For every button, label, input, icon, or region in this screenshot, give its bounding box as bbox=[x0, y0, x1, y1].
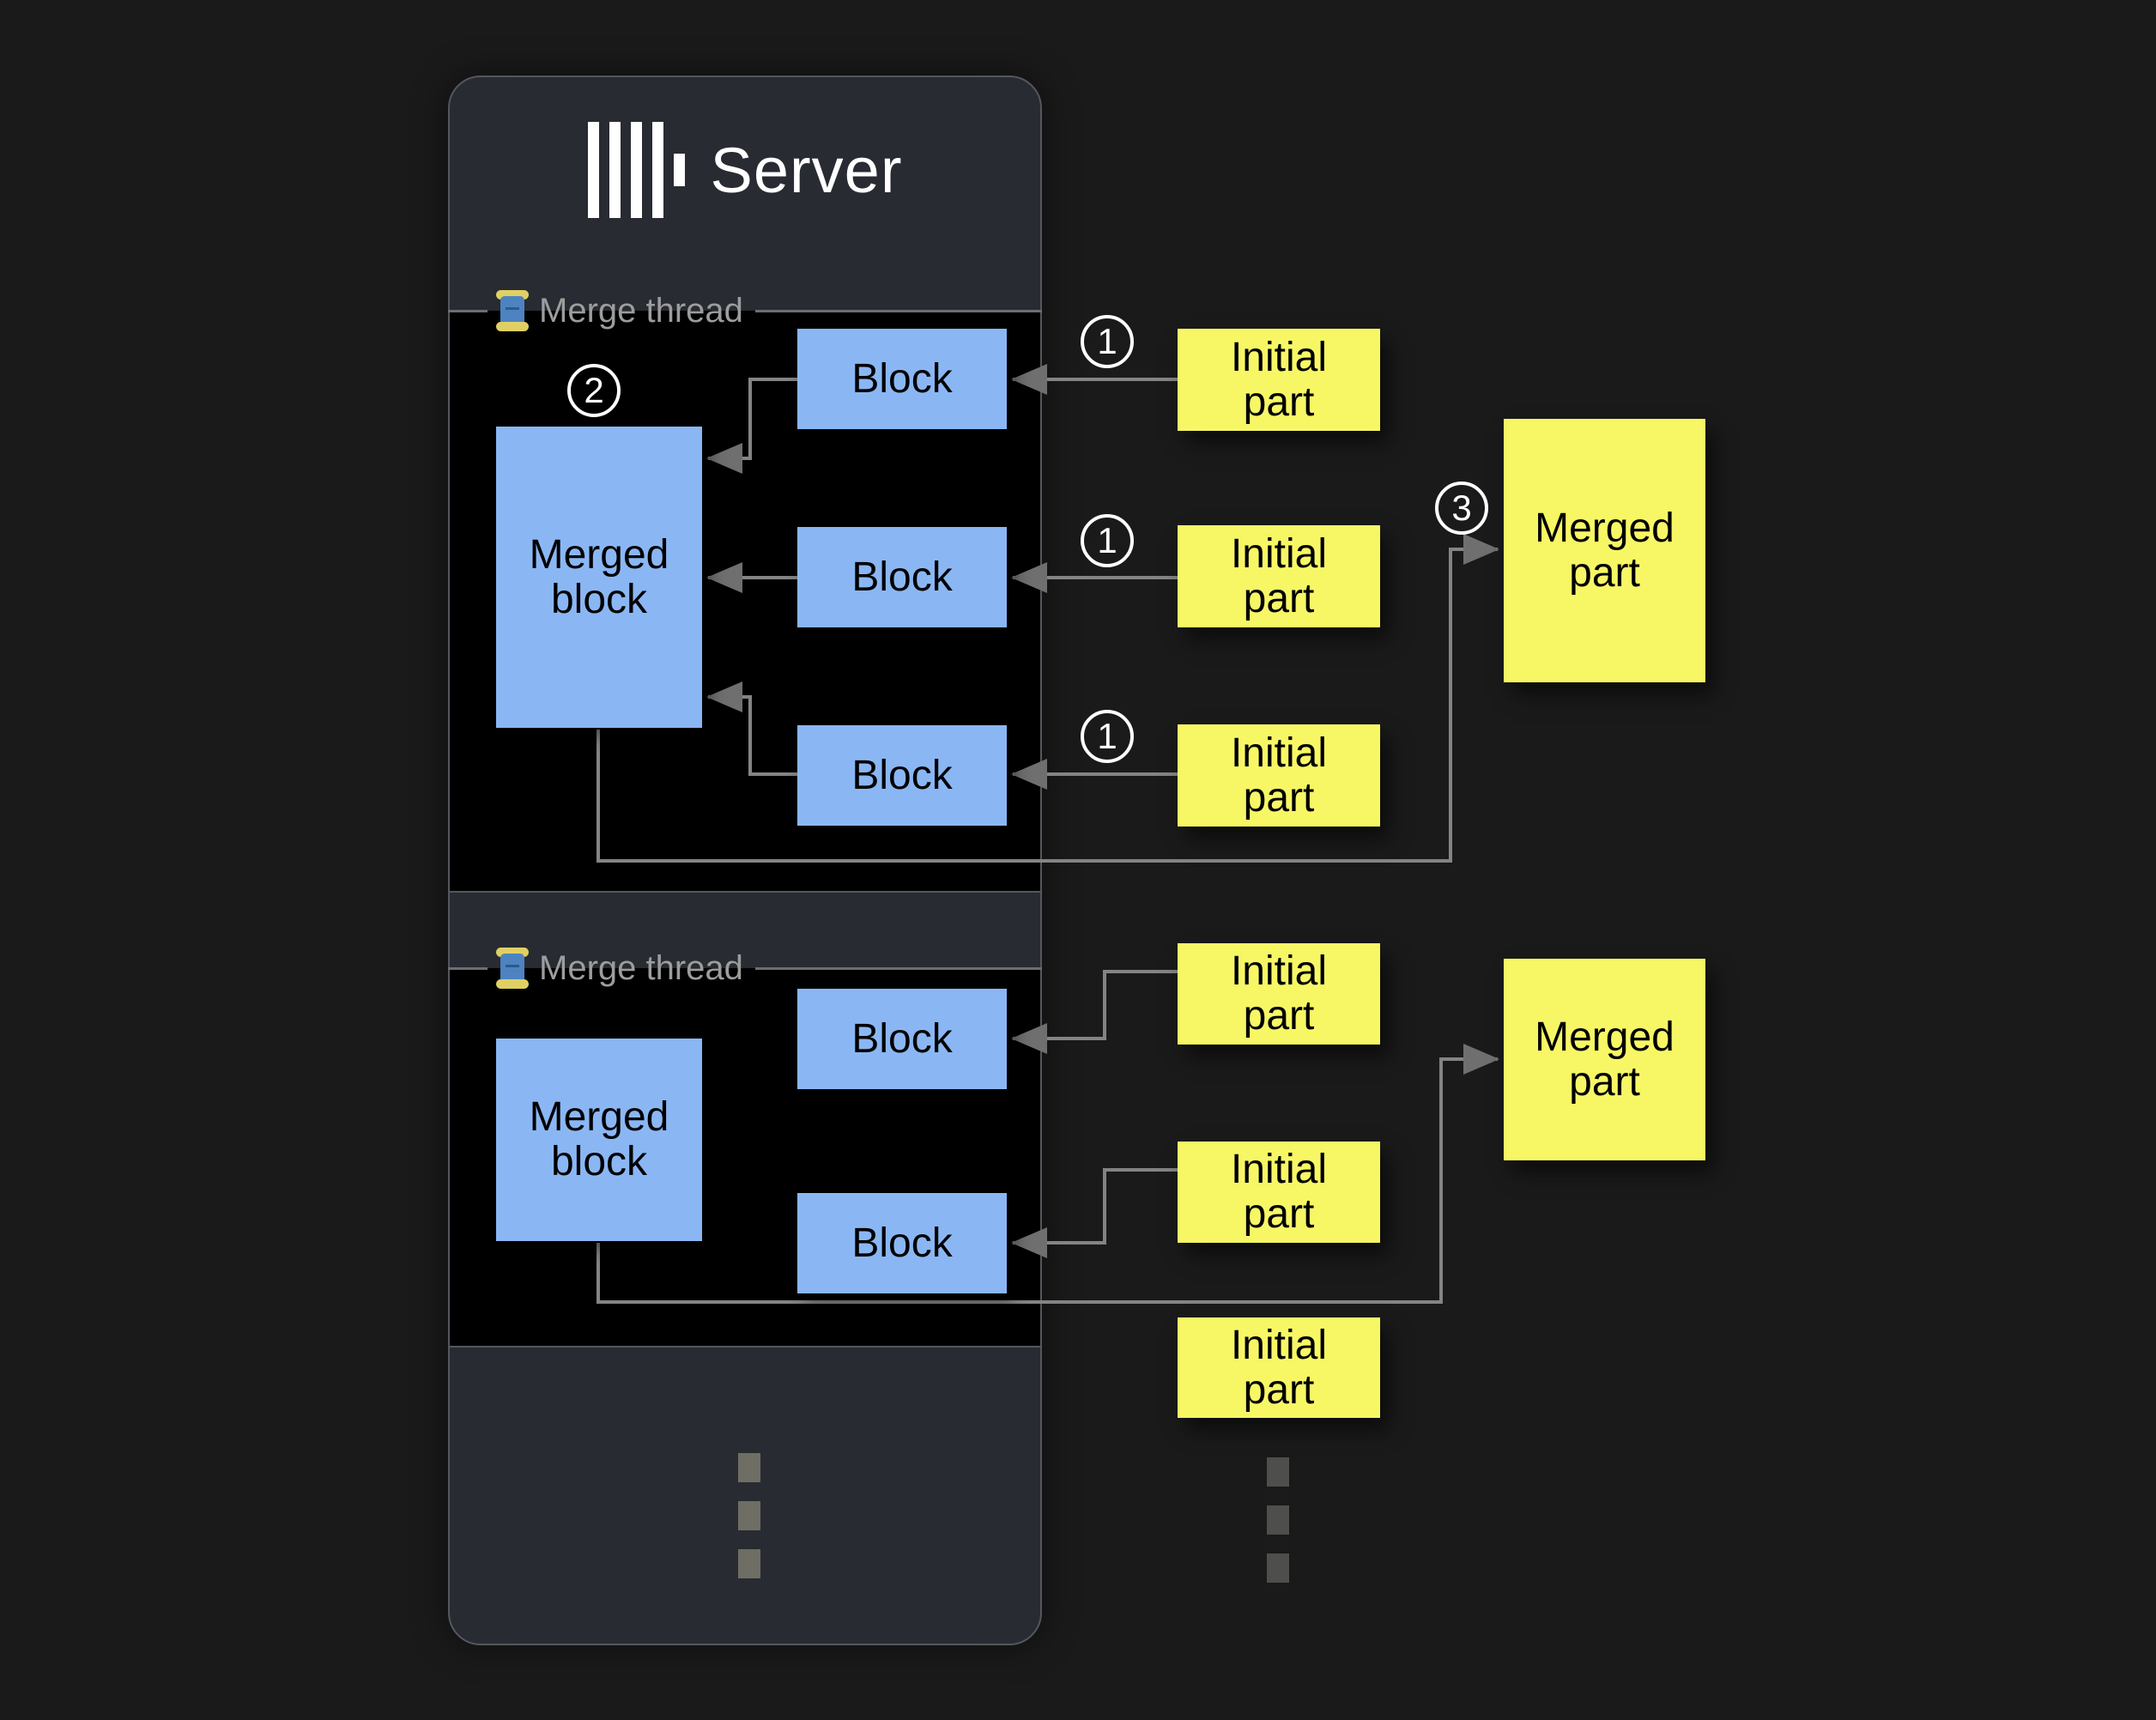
merged-part-1: Merged part bbox=[1504, 419, 1705, 682]
legend-line bbox=[754, 309, 1042, 312]
ellipsis-dot-parts bbox=[1267, 1553, 1289, 1583]
initial-part-4: Initial part bbox=[1178, 943, 1380, 1045]
ellipsis-dot-parts bbox=[1267, 1505, 1289, 1535]
merge-thread-legend-2: Merge thread bbox=[448, 948, 1042, 989]
merge-thread-legend-1: Merge thread bbox=[448, 290, 1042, 331]
ellipsis-dot-server bbox=[738, 1453, 760, 1482]
arrow-block1-to-merged-block1 bbox=[706, 378, 797, 474]
step-2-badge: 2 bbox=[567, 364, 621, 417]
step-1-badge-3: 1 bbox=[1081, 710, 1134, 763]
initial-part-3: Initial part bbox=[1178, 724, 1380, 827]
clickhouse-logo-icon bbox=[587, 122, 685, 218]
merge-thread-label: Merge thread bbox=[539, 948, 743, 987]
initial-part-5: Initial part bbox=[1178, 1142, 1380, 1243]
server-title: Server bbox=[710, 134, 903, 206]
arrow-merged-block2-to-merged-part2 bbox=[597, 1044, 1499, 1304]
block-2-2: Block bbox=[797, 1193, 1007, 1293]
legend-line bbox=[448, 966, 488, 970]
block-1-3: Block bbox=[797, 725, 1007, 826]
ellipsis-dot-server bbox=[738, 1549, 760, 1578]
block-1-2: Block bbox=[797, 527, 1007, 627]
logo-bar bbox=[609, 122, 621, 218]
thread-spool-icon bbox=[496, 948, 529, 989]
block-2-1: Block bbox=[797, 989, 1007, 1089]
legend-line bbox=[448, 309, 488, 312]
logo-bar-short bbox=[673, 154, 685, 186]
arrow-block3-to-merged-block1 bbox=[706, 681, 797, 776]
arrow-initial5-to-block5 bbox=[1011, 1168, 1178, 1258]
arrow-initial4-to-block4 bbox=[1011, 970, 1178, 1054]
server-header: Server bbox=[448, 122, 1042, 218]
merged-part-2: Merged part bbox=[1504, 959, 1705, 1160]
logo-bar bbox=[587, 122, 599, 218]
ellipsis-dot-parts bbox=[1267, 1457, 1289, 1487]
step-3-badge: 3 bbox=[1435, 481, 1488, 535]
merged-block-2: Merged block bbox=[496, 1039, 702, 1241]
logo-bar bbox=[651, 122, 663, 218]
thread-spool-icon bbox=[496, 290, 529, 331]
initial-part-6: Initial part bbox=[1178, 1317, 1380, 1418]
logo-bar bbox=[630, 122, 642, 218]
legend-line bbox=[754, 966, 1042, 970]
merged-block-1: Merged block bbox=[496, 427, 702, 728]
step-1-badge-1: 1 bbox=[1081, 315, 1134, 368]
merge-thread-label: Merge thread bbox=[539, 291, 743, 330]
step-1-badge-2: 1 bbox=[1081, 514, 1134, 567]
initial-part-1: Initial part bbox=[1178, 329, 1380, 431]
block-1-1: Block bbox=[797, 329, 1007, 429]
ellipsis-dot-server bbox=[738, 1501, 760, 1530]
arrow-merged-block1-to-merged-part1 bbox=[597, 534, 1499, 863]
initial-part-2: Initial part bbox=[1178, 525, 1380, 627]
